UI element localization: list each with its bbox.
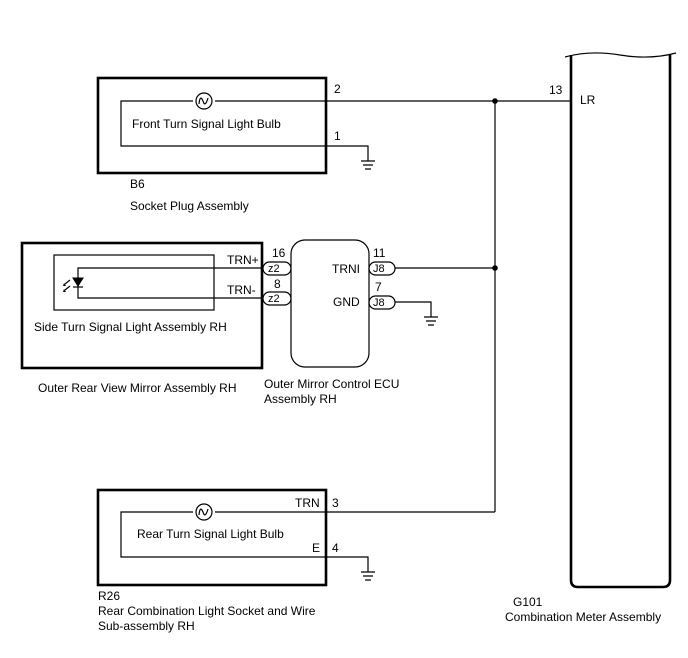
main-wiring — [326, 98, 571, 513]
svg-text:z2: z2 — [268, 293, 280, 305]
meter-pin-label: 13 — [549, 83, 563, 97]
ecu-ground-icon — [395, 301, 438, 326]
rear-pin-3: 3 — [332, 496, 339, 510]
mirror-assembly-name: Outer Rear View Mirror Assembly RH — [38, 381, 237, 395]
side-light-inner-box — [53, 254, 215, 311]
meter-outline — [569, 55, 672, 589]
rear-light-outline — [96, 488, 328, 587]
front-bulb-pin-2: 2 — [334, 82, 341, 96]
side-light-label: Side Turn Signal Light Assembly RH — [34, 320, 227, 334]
front-bulb-ground-icon — [326, 145, 375, 170]
rear-light-name-line1: Rear Combination Light Socket and Wire — [98, 604, 316, 618]
pin-8-label: 8 — [274, 277, 281, 291]
pin-7-label: 7 — [375, 280, 382, 294]
rear-bulb-icon — [195, 503, 213, 521]
mirror-assembly-outline — [20, 241, 264, 370]
trn-plus-label: TRN+ — [227, 253, 259, 267]
svg-text:z2: z2 — [268, 263, 280, 275]
junction-top — [492, 98, 498, 104]
meter-code: G101 — [513, 595, 543, 609]
meter-top-break — [564, 52, 677, 58]
z2-connector-plus: z2 — [262, 261, 292, 276]
socket-plug-code: B6 — [130, 177, 145, 191]
rear-bulb-ground-icon — [326, 556, 375, 581]
led-icon — [63, 277, 84, 292]
trn-minus-label: TRN- — [227, 283, 256, 297]
svg-text:J8: J8 — [373, 263, 385, 275]
ecu-name-line1: Outer Mirror Control ECU — [264, 377, 399, 391]
meter-name: Combination Meter Assembly — [505, 610, 661, 624]
rear-combination-light: Rear Turn Signal Light Bulb TRN E 3 4 R2… — [96, 488, 339, 633]
junction-middle — [492, 265, 498, 271]
j8-connector-trni: J8 — [368, 261, 396, 276]
front-bulb-inner-wire — [120, 100, 326, 147]
mirror-assembly: TRN+ TRN- Side Turn Signal Light Assembl… — [20, 241, 264, 395]
meter-terminal-label: LR — [580, 93, 596, 107]
ecu-name-line2: Assembly RH — [264, 392, 337, 406]
front-bulb-pin-1: 1 — [334, 129, 341, 143]
z2-connector-minus: z2 — [262, 291, 292, 306]
socket-plug-assembly: Front Turn Signal Light Bulb 2 1 B6 Sock… — [96, 76, 341, 213]
pin-11-label: 11 — [373, 246, 386, 260]
rear-bulb-inner-wire — [120, 511, 326, 558]
pin-16-label: 16 — [272, 246, 286, 260]
svg-text:J8: J8 — [373, 297, 385, 309]
rear-light-name-line2: Sub-assembly RH — [98, 619, 195, 633]
rear-pin-4: 4 — [332, 541, 339, 555]
socket-plug-name: Socket Plug Assembly — [130, 199, 249, 213]
rear-bulb-label: Rear Turn Signal Light Bulb — [137, 527, 284, 541]
ecu-gnd-label: GND — [333, 295, 360, 309]
front-bulb-label: Front Turn Signal Light Bulb — [132, 117, 281, 131]
j8-connector-gnd: J8 — [368, 295, 396, 310]
mirror-control-ecu: TRNI GND Outer Mirror Control ECU Assemb… — [264, 239, 399, 406]
socket-plug-outline — [96, 76, 328, 175]
rear-e-label: E — [312, 541, 320, 555]
rear-trn-label: TRN — [295, 496, 320, 510]
rear-light-code: R26 — [98, 589, 120, 603]
combination-meter: LR 13 G101 Combination Meter Assembly — [505, 52, 677, 624]
ecu-trni-label: TRNI — [332, 262, 360, 276]
front-bulb-icon — [195, 92, 213, 110]
